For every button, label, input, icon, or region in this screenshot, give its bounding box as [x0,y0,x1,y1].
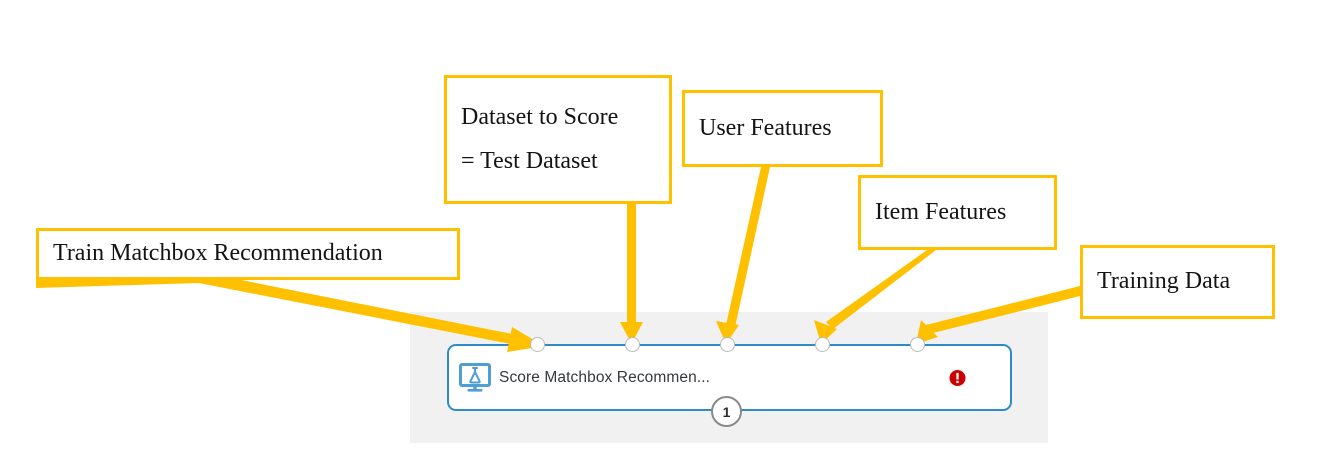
module-node-content: Score Matchbox Recommen... [449,346,1010,409]
port-2-dataset-to-score[interactable] [625,337,640,352]
module-node-label: Score Matchbox Recommen... [499,368,711,386]
callout-text-line-2: = Test Dataset [461,147,598,174]
callout-text: Train Matchbox Recommendation [53,240,383,267]
port-3-user-features[interactable] [720,337,735,352]
callout-training-data: Training Data [1080,245,1275,319]
callout-text: Training Data [1097,268,1231,295]
comment-count-badge[interactable]: 1 [711,396,742,427]
callout-user-features: User Features [682,90,883,167]
port-1-trained-model[interactable] [530,337,545,352]
callout-text: User Features [699,114,832,141]
callout-dataset-to-score: Dataset to Score = Test Dataset [444,75,672,204]
error-badge-icon[interactable] [949,369,966,386]
port-5-training-data[interactable] [910,337,925,352]
callout-text: Item Features [875,198,1007,225]
callout-train-matchbox-recommendation: Train Matchbox Recommendation [36,228,460,280]
callout-text-line-1: Dataset to Score [461,103,619,130]
module-node-score-matchbox-recommender[interactable]: Score Matchbox Recommen... [447,344,1012,411]
port-4-item-features[interactable] [815,337,830,352]
experiment-monitor-icon [459,362,491,392]
callout-item-features: Item Features [858,175,1057,250]
